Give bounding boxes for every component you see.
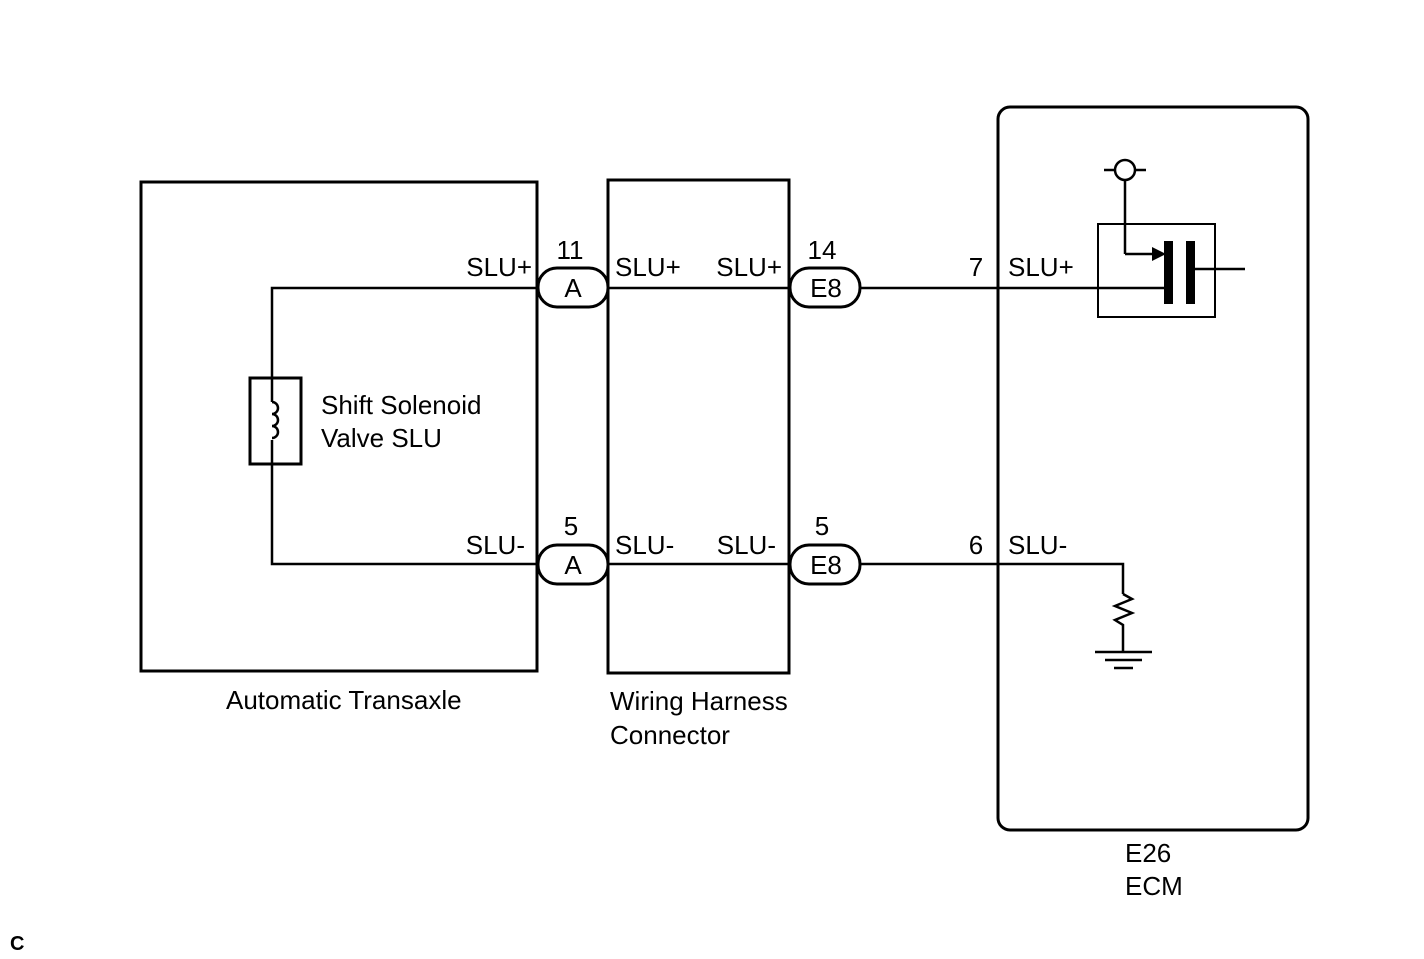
label-transaxle-minus: SLU- <box>466 530 525 560</box>
ecm-label-line2: ECM <box>1125 871 1183 901</box>
wire-transaxle-plus <box>270 286 537 378</box>
pin-a-top: 11 <box>557 235 584 265</box>
label-ecm-minus: SLU- <box>1008 530 1067 560</box>
solenoid-label-line2: Valve SLU <box>321 423 442 453</box>
harness-box <box>606 178 791 675</box>
ecm-resistor-ground-icon <box>1095 592 1152 670</box>
connector-a-top: A <box>536 266 610 309</box>
connector-e8-bottom: E8 <box>788 543 862 586</box>
transaxle-box <box>139 180 539 673</box>
pin-ecm-bottom: 6 <box>969 530 983 560</box>
connector-a-bottom: A <box>536 543 610 586</box>
label-harness-left-minus: SLU- <box>615 530 674 560</box>
pin-a-bottom: 5 <box>564 511 578 541</box>
svg-text:A: A <box>564 550 582 580</box>
label-ecm-plus: SLU+ <box>1008 252 1074 282</box>
corner-mark: C <box>10 933 24 955</box>
svg-text:E8: E8 <box>810 273 842 303</box>
harness-label-line1: Wiring Harness <box>610 686 788 716</box>
svg-text:A: A <box>564 273 582 303</box>
label-harness-right-minus: SLU- <box>717 530 776 560</box>
ecm-driver-transistor-icon <box>1097 158 1245 318</box>
pin-ecm-top: 7 <box>969 252 983 282</box>
label-transaxle-plus: SLU+ <box>466 252 532 282</box>
ecm-label-line1: E26 <box>1125 838 1171 868</box>
svg-text:E8: E8 <box>810 550 842 580</box>
ecm-box <box>996 105 1310 832</box>
transaxle-label: Automatic Transaxle <box>226 685 462 715</box>
wire-transaxle-minus <box>270 464 537 566</box>
harness-label-line2: Connector <box>610 720 730 750</box>
wire-ecm-minus <box>860 562 1125 594</box>
solenoid-coil-icon <box>248 376 303 466</box>
label-harness-right-plus: SLU+ <box>716 252 782 282</box>
pin-e8-top: 14 <box>808 235 837 265</box>
connector-e8-top: E8 <box>788 266 862 309</box>
label-harness-left-plus: SLU+ <box>615 252 681 282</box>
solenoid-label-line1: Shift Solenoid <box>321 390 481 420</box>
pin-e8-bottom: 5 <box>815 511 829 541</box>
